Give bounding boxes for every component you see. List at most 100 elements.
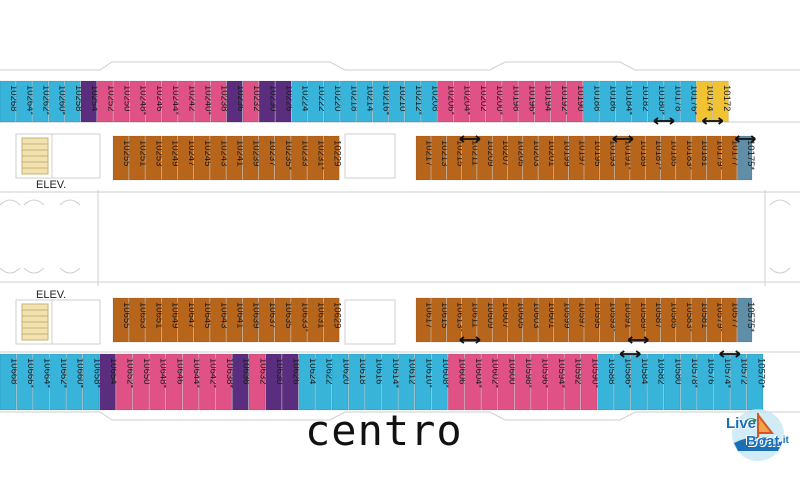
cabin-10632[interactable]: 10632 [248, 353, 268, 411]
cabin-10614[interactable]: 10614* [381, 353, 401, 411]
cabin-10604[interactable]: 10604* [464, 353, 484, 411]
cabin-10653[interactable]: 10653 [128, 297, 148, 343]
cabin-10264[interactable]: 10264* [15, 80, 35, 123]
cabin-10213[interactable]: 10213 [431, 135, 450, 181]
cabin-10262[interactable]: 10262* [32, 80, 52, 123]
cabin-10647[interactable]: 10647 [177, 297, 197, 343]
cabin-10645[interactable]: 10645 [193, 297, 213, 343]
cabin-10206[interactable]: 10206* [437, 80, 457, 123]
cabin-10194[interactable]: 10194 [534, 80, 554, 123]
cabin-10175[interactable]: 10175* [737, 135, 756, 181]
cabin-10217[interactable]: 10217 [415, 135, 435, 181]
cabin-10636[interactable]: 10636 [232, 353, 252, 411]
cabin-10232[interactable]: 10232 [242, 80, 262, 123]
cabin-10666[interactable]: 10666* [16, 353, 36, 411]
cabin-10600[interactable]: 10600 [497, 353, 517, 411]
cabin-10607[interactable]: 10607 [492, 297, 512, 343]
cabin-10251[interactable]: 10251 [128, 135, 148, 181]
cabin-10268[interactable]: 10268 [0, 80, 19, 123]
cabin-10202[interactable]: 10202 [469, 80, 489, 123]
cabin-10192[interactable]: 10192* [550, 80, 570, 123]
cabin-10211[interactable]: 10211 [461, 135, 481, 181]
cabin-10639[interactable]: 10639 [242, 297, 262, 343]
cabin-10191[interactable]: 10191* [614, 135, 634, 181]
cabin-10245[interactable]: 10245 [193, 135, 213, 181]
cabin-10238[interactable]: 10238 [210, 80, 230, 123]
cabin-10593[interactable]: 10593* [599, 297, 619, 343]
cabin-10575[interactable]: 10575* [737, 297, 756, 343]
cabin-10650[interactable]: 10650 [132, 353, 152, 411]
cabin-10174[interactable]: 10174 [696, 80, 716, 123]
cabin-10247[interactable]: 10247 [177, 135, 197, 181]
cabin-10240[interactable]: 10240* [194, 80, 214, 123]
cabin-10662[interactable]: 10662* [49, 353, 69, 411]
cabin-10583[interactable]: 10583* [675, 297, 695, 343]
cabin-10587[interactable]: 10587 [645, 297, 665, 343]
cabin-10250[interactable]: 10250 [113, 80, 133, 123]
cabin-10214[interactable]: 10214 [356, 80, 376, 123]
cabin-10615[interactable]: 10615 [431, 297, 450, 343]
cabin-10576[interactable]: 10576 [696, 353, 717, 411]
cabin-10181[interactable]: 10181 [691, 135, 710, 181]
cabin-10196[interactable]: 10196* [518, 80, 538, 123]
cabin-10182[interactable]: 10182 [631, 80, 651, 123]
cabin-10622[interactable]: 10622 [315, 353, 335, 411]
cabin-10643[interactable]: 10643 [209, 297, 229, 343]
cabin-10599[interactable]: 10599 [553, 297, 573, 343]
cabin-10246[interactable]: 10246 [145, 80, 165, 123]
cabin-10195[interactable]: 10195 [584, 135, 603, 181]
cabin-10638[interactable]: 10638* [215, 353, 235, 411]
cabin-10199[interactable]: 10199 [553, 135, 573, 181]
cabin-10204[interactable]: 10204* [453, 80, 473, 123]
cabin-10197[interactable]: 10197 [568, 135, 588, 181]
cabin-10207[interactable]: 10207 [492, 135, 512, 181]
cabin-10188[interactable]: 10188 [582, 80, 602, 123]
cabin-10610[interactable]: 10610* [414, 353, 434, 411]
cabin-10658[interactable]: 10658* [82, 353, 102, 411]
cabin-10611[interactable]: 10611 [461, 297, 481, 343]
cabin-10631[interactable]: 10631 [307, 297, 327, 343]
cabin-10201[interactable]: 10201 [538, 135, 557, 181]
cabin-10580[interactable]: 10580 [663, 353, 683, 411]
cabin-10193[interactable]: 10193 [599, 135, 619, 181]
cabin-10618[interactable]: 10618 [348, 353, 368, 411]
cabin-10177[interactable]: 10177 [721, 135, 741, 181]
cabin-10237[interactable]: 10237 [258, 135, 278, 181]
cabin-10612[interactable]: 10612 [398, 353, 418, 411]
cabin-10248[interactable]: 10248* [129, 80, 149, 123]
cabin-10210[interactable]: 10210 [388, 80, 408, 123]
cabin-10603[interactable]: 10603 [522, 297, 542, 343]
cabin-10609[interactable]: 10609 [476, 297, 496, 343]
cabin-10242[interactable]: 10242 [177, 80, 197, 123]
cabin-10222[interactable]: 10222 [307, 80, 327, 123]
cabin-10241[interactable]: 10241 [226, 135, 246, 181]
cabin-10244[interactable]: 10244* [161, 80, 181, 123]
cabin-10186[interactable]: 10186 [599, 80, 619, 123]
cabin-10260[interactable]: 10260* [48, 80, 68, 123]
cabin-10644[interactable]: 10644* [182, 353, 202, 411]
cabin-10236[interactable]: 10236 [226, 80, 246, 123]
cabin-10652[interactable]: 10652* [115, 353, 136, 411]
cabin-10624[interactable]: 10624 [298, 353, 318, 411]
cabin-10229[interactable]: 10229 [323, 135, 343, 181]
cabin-10224[interactable]: 10224 [291, 80, 311, 123]
cabin-10585[interactable]: 10585 [660, 297, 680, 343]
cabin-10668[interactable]: 10668 [0, 353, 19, 411]
cabin-10637[interactable]: 10637 [258, 297, 278, 343]
cabin-10208[interactable]: 10208 [420, 80, 440, 123]
cabin-10212[interactable]: 10212* [404, 80, 424, 123]
cabin-10646[interactable]: 10646 [165, 353, 185, 411]
cabin-10594[interactable]: 10594* [547, 353, 567, 411]
cabin-10187[interactable]: 10187* [645, 135, 665, 181]
cabin-10602[interactable]: 10602* [481, 353, 501, 411]
cabin-10642[interactable]: 10642* [198, 353, 219, 411]
cabin-10579[interactable]: 10579* [706, 297, 726, 343]
cabin-10616[interactable]: 10616 [364, 353, 385, 411]
cabin-10596[interactable]: 10596* [530, 353, 551, 411]
cabin-10176[interactable]: 10176* [680, 80, 700, 123]
cabin-10220[interactable]: 10220 [323, 80, 343, 123]
cabin-10654[interactable]: 10654 [99, 353, 119, 411]
cabin-10230[interactable]: 10230 [258, 80, 278, 123]
cabin-10243[interactable]: 10243 [209, 135, 229, 181]
cabin-10218[interactable]: 10218 [339, 80, 359, 123]
